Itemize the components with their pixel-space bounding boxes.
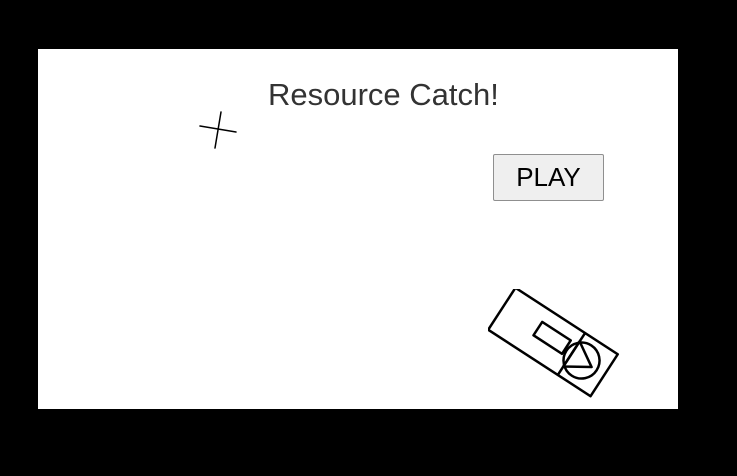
game-title: Resource Catch! — [268, 77, 499, 112]
crosshair-icon — [199, 111, 237, 149]
catcher-cart-icon — [488, 289, 620, 398]
play-button[interactable]: PLAY — [493, 154, 604, 201]
game-canvas[interactable]: Resource Catch! PLAY — [38, 49, 678, 409]
